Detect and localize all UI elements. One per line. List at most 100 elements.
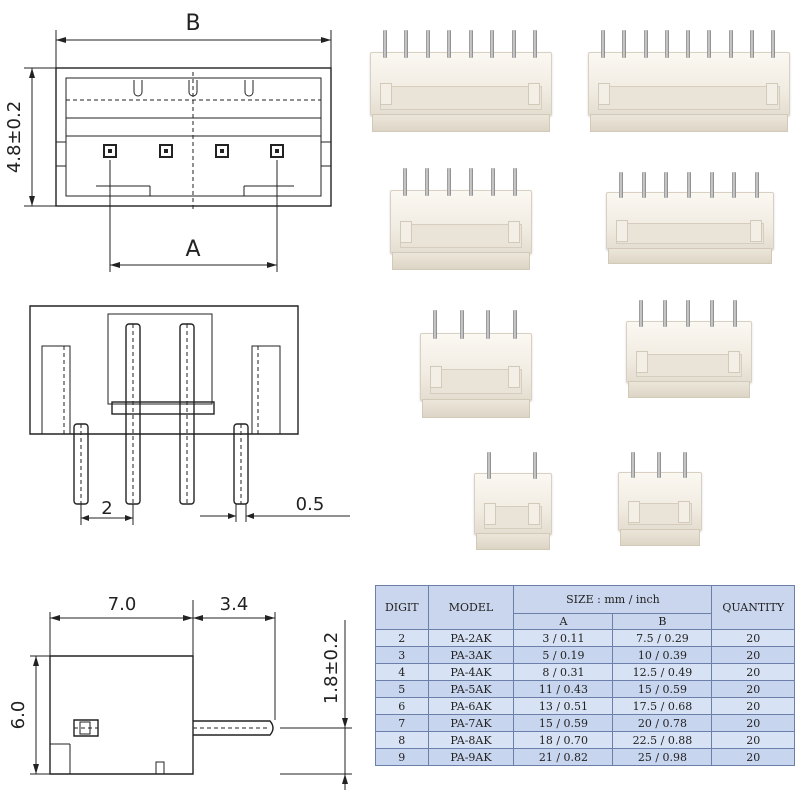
front-view: 2 0.5 [29,305,350,525]
cell-model: PA-3AK [427,646,515,664]
cell-b: 7.5 / 0.29 [612,629,713,647]
connector-pin [383,30,387,58]
connector-pin [662,300,667,327]
connector-pin [641,172,646,198]
connector-pin [433,310,437,339]
connector-cavity [380,86,542,110]
cell-quantity: 20 [711,646,795,664]
connector-pin [533,30,537,58]
header-digit: DIGIT [375,585,429,630]
cell-quantity: 20 [711,714,795,732]
spec-table: DIGIT MODEL SIZE : mm / inch QUANTITY A … [375,585,795,766]
cell-model: PA-5AK [427,680,515,698]
latch-right [678,500,690,523]
latch-left [380,83,392,105]
latch-left [430,366,442,388]
connector-pin [513,168,517,196]
latch-left [598,83,610,105]
header-quantity: QUANTITY [711,585,795,630]
latch-right [528,503,540,525]
connector-pin [447,30,452,58]
dim-label-a: A [185,237,200,262]
cell-a: 5 / 0.19 [513,646,614,664]
connector-pin [686,300,690,327]
cell-a: 18 / 0.70 [513,731,614,749]
connector-cavity [616,222,764,245]
cell-quantity: 20 [711,748,795,766]
cell-a: 13 / 0.51 [513,697,614,715]
cell-a: 8 / 0.31 [513,663,614,681]
connector-pin [622,30,627,58]
connector-pin [403,168,407,196]
cell-digit: 4 [375,663,429,681]
connector-photo-3-pin [618,452,702,546]
connector-cavity [598,86,780,110]
connector-pin [468,30,473,58]
cell-b: 20 / 0.78 [612,714,713,732]
connector-pin [709,172,714,198]
connector-pin [631,452,635,478]
cell-model: PA-8AK [427,731,515,749]
connector-pin [511,30,516,58]
cell-quantity: 20 [711,697,795,715]
connector-photo-9-pin [588,30,790,132]
latch-left [616,220,628,242]
connector-base [476,533,550,550]
connector-pin [749,30,754,58]
connector-pin [404,30,409,58]
connector-pin [732,172,737,198]
dim-label-side-height: 6.0 [8,701,29,730]
cell-model: PA-7AK [427,714,515,732]
connector-pin [664,172,669,198]
latch-right [508,221,520,243]
connector-base [628,381,750,398]
connector-cavity [636,354,742,377]
cell-digit: 3 [375,646,429,664]
cell-digit: 9 [375,748,429,766]
connector-pin [686,30,690,58]
connector-base [372,114,550,132]
cell-b: 17.5 / 0.68 [612,697,713,715]
connector-pin [707,30,712,58]
connector-base [590,114,788,132]
connector-pin [728,30,733,58]
connector-photo-2-pin [474,452,552,550]
dim-label-pin-height: 1.8±0.2 [321,632,342,704]
side-view: 7.0 3.4 6.0 1.8±0.2 [8,594,352,790]
connector-pin [425,30,430,58]
top-view: B 4.8±0.2 [4,11,332,272]
connector-pin [601,30,605,58]
latch-right [728,351,740,373]
cell-digit: 5 [375,680,429,698]
connector-pin [459,310,464,339]
connector-photo-5-pin [626,300,752,398]
cell-model: PA-9AK [427,748,515,766]
connector-pin [755,172,759,198]
latch-right [528,83,540,105]
dim-label-top-height: 4.8±0.2 [4,101,25,173]
header-b: B [612,613,713,630]
connector-pin [533,452,537,479]
latch-left [484,503,496,525]
connector-pin [513,310,517,339]
dim-label-pitch: 2 [101,498,112,519]
latch-right [508,366,520,388]
connector-base [422,399,530,418]
cell-a: 3 / 0.11 [513,629,614,647]
connector-base [608,248,772,264]
connector-cavity [400,224,522,248]
connector-pin [447,168,451,196]
header-size: SIZE : mm / inch [513,585,713,614]
connector-photo-6-pin [390,168,532,270]
cell-model: PA-6AK [427,697,515,715]
connector-cavity [430,369,522,395]
cell-digit: 7 [375,714,429,732]
dim-label-b: B [185,11,200,36]
